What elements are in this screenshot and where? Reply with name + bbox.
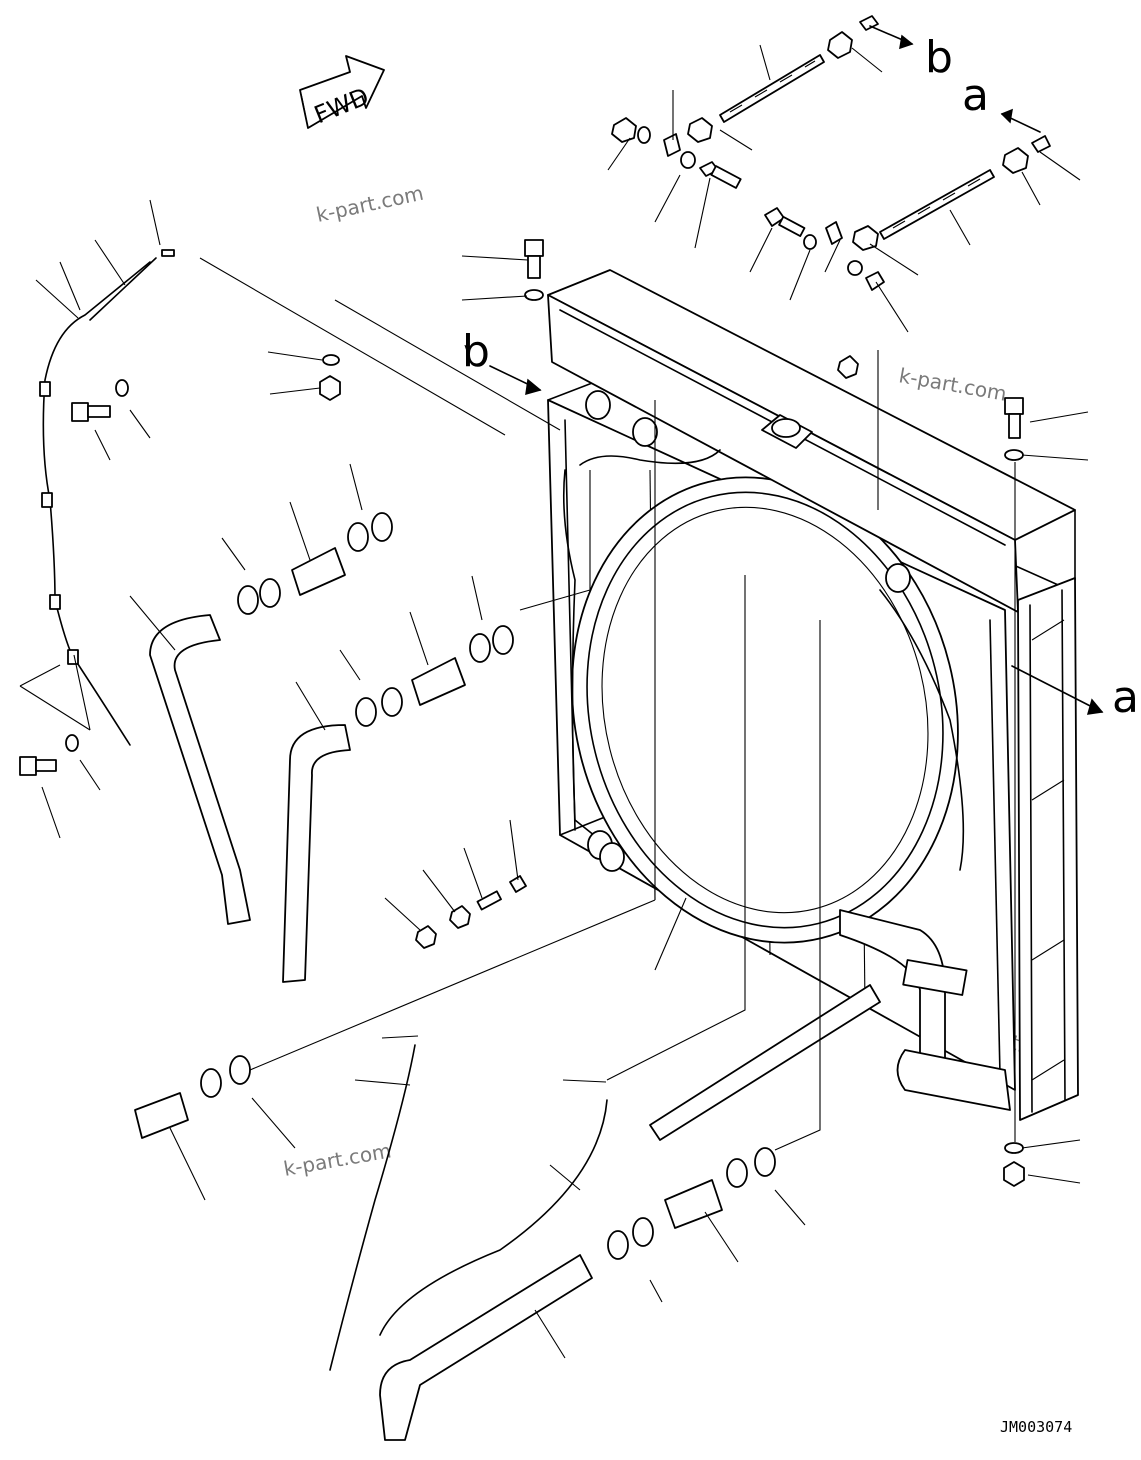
harness-clip-4 [67,649,79,665]
callout-a-right-label: a [1112,672,1139,723]
sleeve-upper [291,547,346,596]
callout-a-top: a [962,70,1041,133]
bolt-left-lower [19,734,79,776]
overflow-tube-1 [329,1044,416,1371]
tie-rod-upper [687,15,879,143]
sleeve-lower [411,657,466,706]
callout-a-right: a [1011,665,1139,723]
clamp-11 [607,1230,629,1260]
clamp-12 [632,1217,654,1247]
bolt-right-upper [1004,397,1024,461]
bolt-left-upper [71,379,129,422]
clamp-7 [469,633,491,663]
bolt-set-upper [611,117,885,291]
upper-hose-left [149,614,251,925]
clamp-1 [237,585,259,615]
callout-a-top-label: a [962,70,989,121]
tie-rod-lower [852,135,1051,251]
harness-cable-left-2 [89,257,157,321]
leader-lines [19,44,1089,1359]
fwd-arrow-icon: FWD [299,55,385,129]
nut-center [837,355,859,379]
clamp-9 [200,1068,222,1098]
nut-right-lower [1003,1142,1025,1187]
callout-b-top-label: b [925,32,953,83]
side-bracket [1017,577,1079,1121]
harness-cable-left [42,261,151,746]
frame-hose-left [562,469,601,841]
drain-fittings [415,875,527,949]
sleeve-bottom-left [134,1092,189,1139]
bolt-top-center [524,239,544,301]
bottom-hose [379,1254,593,1441]
clamp-14 [754,1147,776,1177]
harness-clip-3 [49,594,61,610]
clamp-13 [726,1158,748,1188]
harness-clip-2 [41,492,53,508]
watermark-1: k-part.com [314,181,426,227]
sleeve-bottom-right [664,1179,723,1229]
callout-b-left-label: b [462,326,490,377]
callout-b-left: b [462,326,542,396]
callout-b-top: b [869,25,953,83]
clamp-3 [347,522,369,552]
clamp-2 [259,578,281,608]
lower-outlet-pipe [839,909,1011,1111]
frame-hose-right [879,589,965,871]
clamp-4 [371,512,393,542]
lower-hose-left [282,724,351,983]
clamp-5 [355,697,377,727]
overflow-tube-2 [379,1099,608,1336]
clamp-6 [381,687,403,717]
drain-port-2 [599,842,625,872]
harness-connector [161,249,175,257]
drain-hose [649,984,881,1141]
harness-clip-1 [39,381,51,397]
clamp-8 [492,625,514,655]
drawing-code: JM003074 [1000,1418,1072,1436]
watermark-4: k-part.com [282,1138,393,1181]
watermark-2: k-part.com [897,363,1008,406]
washer-nut-left [319,354,341,401]
frame-hose-top [579,449,721,466]
clamp-10 [229,1055,251,1085]
